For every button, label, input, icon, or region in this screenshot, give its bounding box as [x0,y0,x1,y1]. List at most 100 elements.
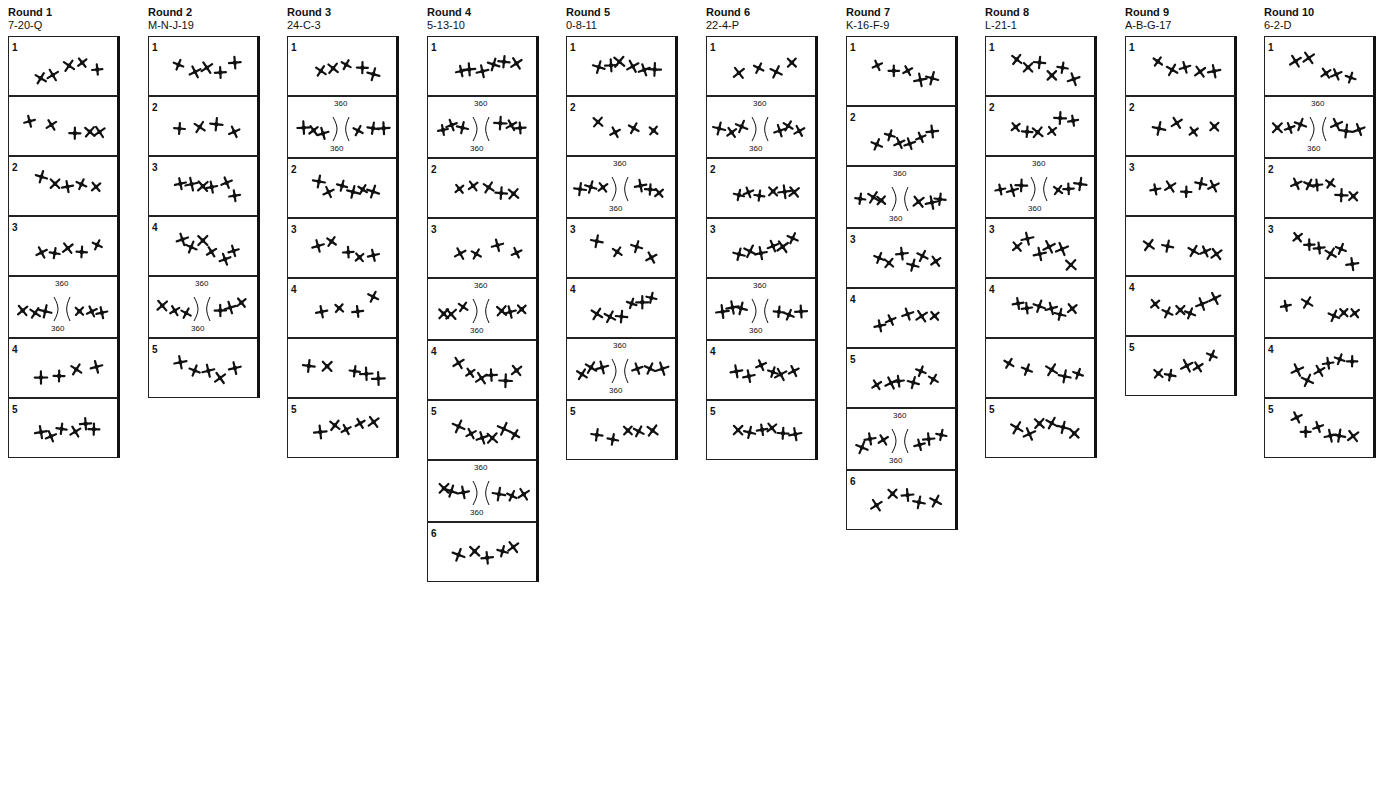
jumper-symbol [885,259,893,267]
jumper-head [80,60,84,64]
jumper-head [39,76,43,80]
formation-panel: 5 [846,348,958,408]
jumper-symbol [926,72,938,84]
jumper-head [205,65,209,69]
jumper-head [83,422,87,426]
jumper-symbol [456,66,467,76]
jumper-symbol [486,369,497,380]
jumper-symbol [477,65,489,77]
jumper-head [657,191,661,195]
turn-label: 360 [473,99,488,108]
jumper-head [74,367,78,371]
jumper-head [449,312,453,316]
jumper-head [998,187,1002,191]
jumper-symbol [1035,419,1044,428]
turn-bracket [905,429,908,453]
jumper-symbol [63,243,73,253]
jumper-symbol [893,376,904,387]
jumper-head [748,249,752,253]
jumper-symbol [92,183,100,191]
jumper-symbol [198,236,207,245]
jumper-symbol [499,374,512,387]
jumper-head [790,60,794,64]
jumper-head [177,126,181,130]
jumper-symbol [1292,364,1304,376]
jumper-head [900,251,904,255]
jumper-head [911,263,915,267]
jumper-symbol [367,186,379,198]
jumper-symbol [1048,71,1057,80]
jumper-symbol [54,371,65,382]
jumper-head [319,69,323,73]
jumper-symbol [323,187,333,197]
panel-frame [428,97,538,158]
jumper-symbol [872,139,883,149]
jumper-head [224,181,228,185]
jumper-symbol [328,64,337,73]
jumper-symbol [916,311,927,322]
jumper-head [1025,236,1029,240]
jumper-head [938,197,942,201]
jumper-symbol [794,126,804,136]
jumper-head [1183,65,1187,69]
jumper-symbol [874,253,884,263]
turn-label: 360 [194,279,209,288]
jumper-head [329,239,333,243]
jumper-head [1072,431,1076,435]
formation-panel: 6 [846,470,958,530]
jumper-head [890,492,894,496]
jumper-symbol [507,491,516,500]
jumper-head [787,313,791,317]
jumper-head [1316,425,1320,429]
jumper-symbol [343,247,354,258]
jumper-head [879,198,883,202]
jumper-symbol [1291,179,1302,189]
jumper-symbol [1070,429,1079,438]
panel-shadow [675,156,678,218]
jumper-head [1196,365,1200,369]
jumper-head [337,306,341,310]
formation-panel: 3 [1125,156,1237,216]
turn-bracket [765,117,768,141]
jumper-head [1049,306,1053,310]
jumper-head [471,184,475,188]
jumper-symbol [1034,57,1045,68]
jumper-head [1076,372,1080,376]
jumper-head [201,184,205,188]
jumper-symbol [743,370,755,382]
jumper-symbol [229,190,240,201]
jumper-symbol [472,250,481,259]
jumper-symbol [632,364,642,374]
jumper-head [737,193,741,197]
jumper-head [514,368,518,372]
jumper-symbol [77,179,87,189]
turn-label: 360 [473,281,488,290]
jumper-symbol [508,542,518,552]
jumper-head [589,365,593,369]
jumper-symbol [229,57,241,69]
jumper-head [626,428,630,432]
jumper-symbol [923,433,934,444]
jumper-symbol [1144,240,1154,250]
jumper-symbol [466,369,474,377]
turn-bracket [473,481,477,505]
turn-label: 360 [892,411,907,420]
jumper-symbol [591,429,602,440]
jumper-head [381,126,385,130]
turn-bracket [892,187,896,211]
jumper-head [184,311,188,315]
jumper-head [173,308,177,312]
turn-label: 360 [752,281,767,290]
jumper-symbol [734,68,744,78]
jumper-symbol [1073,369,1083,379]
callout-number: 1 [428,41,440,54]
panel-frame [986,157,1096,218]
formation-panel: 4 [1125,276,1237,336]
jumper-head [1156,59,1160,63]
turn-label: 360 [748,326,763,335]
jumper-head [757,193,761,197]
jumper-symbol [80,418,91,429]
jumper-symbol [458,487,469,498]
jumper-symbol [1336,244,1346,254]
turn-label: 360 [892,169,907,178]
